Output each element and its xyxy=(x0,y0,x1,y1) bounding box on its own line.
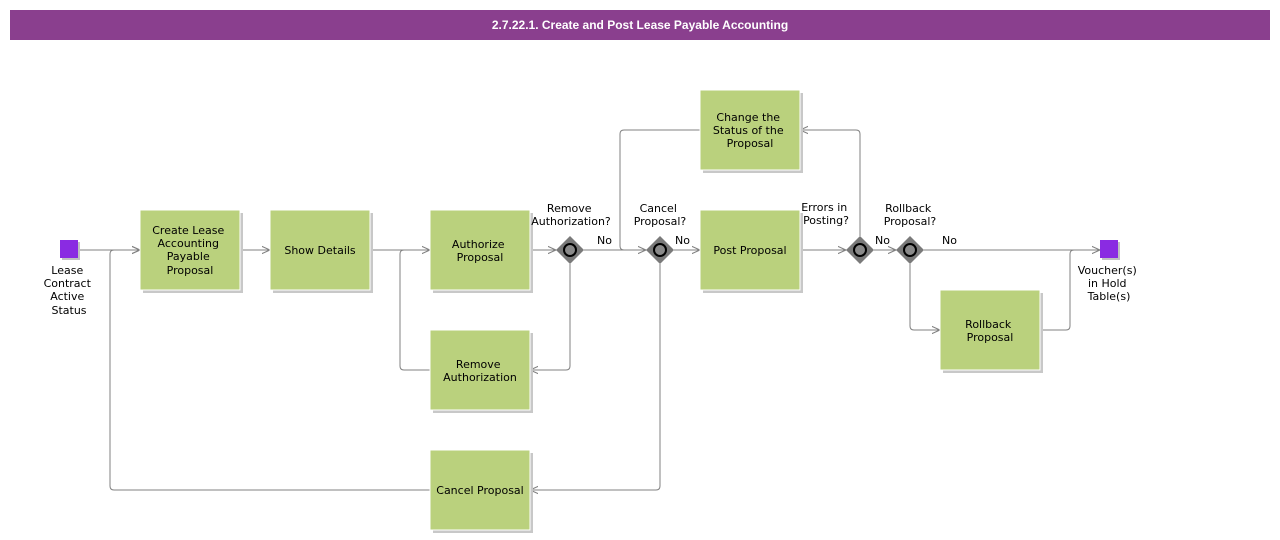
edge-rollback-end xyxy=(1040,249,1090,331)
gateway-label: Errors in Posting? xyxy=(801,201,851,227)
edge-label-no: No xyxy=(675,234,690,247)
edge-label-no: No xyxy=(597,234,612,247)
gateway-remove-authorization: Remove Authorization? xyxy=(531,202,611,264)
end-event: Voucher(s) in Hold Table(s) xyxy=(1078,240,1141,303)
edge-label-no: No xyxy=(875,234,890,247)
gateway-label: Cancel Proposal? xyxy=(634,202,687,228)
gateway-label: Rollback Proposal? xyxy=(884,202,937,228)
edge-remove-authorize xyxy=(399,249,430,371)
task-create-lease-accounting-payable-proposal: Create Lease Accounting Payable Proposal xyxy=(139,209,243,293)
gateway-label: Remove Authorization? xyxy=(531,202,611,228)
svg-text:Remove Authorization: Remove Authorization xyxy=(443,358,517,384)
edge-gw1-remove xyxy=(530,264,571,370)
svg-text:Create Lease Accounting: Create Lease Accounting Payable Proposal xyxy=(152,224,228,277)
task-rollback-proposal: Rollback Proposal xyxy=(939,289,1043,373)
task-change-status: Change the Status of the Proposal xyxy=(699,89,803,173)
edge-gw4-rollback xyxy=(909,264,940,330)
task-authorize-proposal: Authorize Proposal xyxy=(429,209,533,293)
edge-gw3-change xyxy=(800,130,861,236)
svg-text:Change the Status of the: Change the Status of the Proposal xyxy=(713,111,787,150)
task-remove-authorization: Remove Authorization xyxy=(429,329,533,413)
edges xyxy=(80,130,1100,490)
edge-label-no: No xyxy=(942,234,957,247)
diagram-title: 2.7.22.1. Create and Post Lease Payable … xyxy=(10,10,1270,40)
task-show-details: Show Details xyxy=(269,209,373,293)
gateway-cancel-proposal: Cancel Proposal? xyxy=(634,202,687,264)
svg-text:Post Proposal: Post Proposal xyxy=(713,244,786,257)
edge-cancelgw-cancel xyxy=(530,264,661,490)
start-event: Lease Contract Active Status xyxy=(44,240,95,317)
gateway-rollback-proposal: Rollback Proposal? xyxy=(884,202,937,264)
edge-cancel-create xyxy=(109,250,430,491)
svg-text:Cancel Proposal: Cancel Proposal xyxy=(436,484,523,497)
task-post-proposal: Post Proposal xyxy=(699,209,803,293)
start-event-label: Lease Contract Active Status xyxy=(44,264,95,317)
task-cancel-proposal: Cancel Proposal xyxy=(429,449,533,533)
end-event-label: Voucher(s) in Hold Table(s) xyxy=(1078,264,1141,303)
svg-text:Authorize Proposal: Authorize Proposal xyxy=(452,238,508,264)
svg-text:Show Details: Show Details xyxy=(284,244,356,257)
svg-text:Rollback Proposal: Rollback Proposal xyxy=(965,318,1015,344)
gateway-errors-in-posting: Errors in Posting? xyxy=(801,201,874,264)
edge-change-cancelgw xyxy=(619,129,700,251)
